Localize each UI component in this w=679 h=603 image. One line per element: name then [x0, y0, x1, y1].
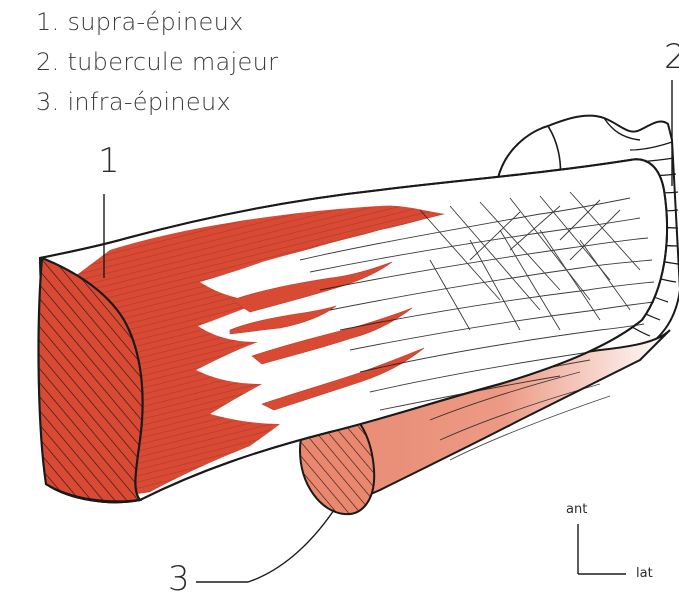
callout-2: 2 — [664, 40, 679, 74]
orientation-marker — [578, 524, 626, 574]
orientation-label-ant: ant — [566, 502, 587, 517]
callout-3: 3 — [168, 562, 190, 596]
callout-1: 1 — [98, 144, 120, 178]
orientation-label-lat: lat — [636, 566, 653, 581]
leader-line-3 — [196, 510, 334, 582]
